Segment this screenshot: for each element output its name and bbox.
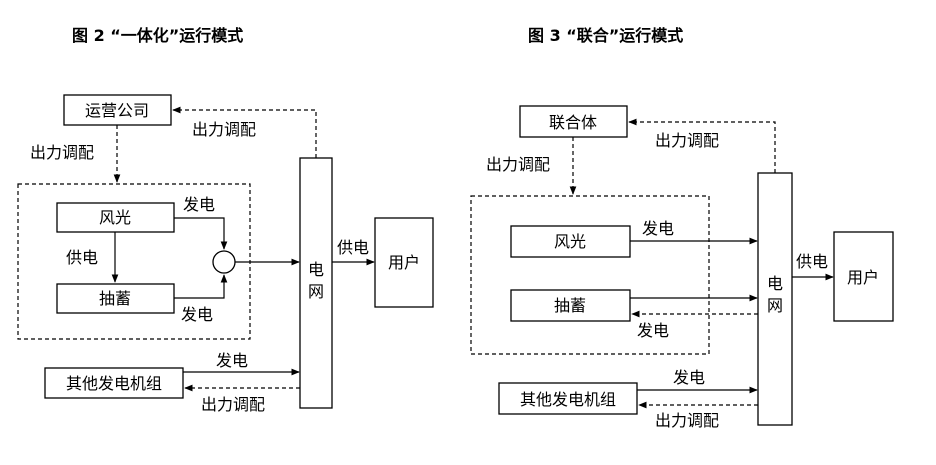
fig2-user-label: 用户 xyxy=(388,253,420,272)
fig2-title: 图 2 “一体化”运行模式 xyxy=(72,26,243,45)
fig2-operator-box xyxy=(63,94,172,126)
fig3-user-box xyxy=(833,231,894,322)
fig2-label-gen-top: 发电 xyxy=(183,195,215,214)
fig2-storage-label: 抽蓄 xyxy=(99,289,131,308)
fig3-label-gen-ws: 发电 xyxy=(642,219,674,238)
fig2-label-gen-other: 发电 xyxy=(216,351,248,370)
fig3-label-dispatch-other: 出力调配 xyxy=(655,411,719,430)
fig2-label-dispatch-other: 出力调配 xyxy=(201,395,265,414)
fig2-wind-solar-label: 风光 xyxy=(99,208,131,227)
fig2-grid-box xyxy=(299,157,333,409)
fig3-label-supply-grid: 供电 xyxy=(796,252,828,271)
fig2-label-dispatch-left: 出力调配 xyxy=(30,143,94,162)
fig3-storage-box xyxy=(510,289,631,322)
fig3-label-dispatch-left: 出力调配 xyxy=(486,155,550,174)
fig3-other-units-label: 其他发电机组 xyxy=(520,390,616,409)
fig3-grid-char2: 网 xyxy=(767,296,783,315)
fig3-dispatch-grid-to-union xyxy=(628,118,776,173)
fig2-grid-char1: 电 xyxy=(308,260,324,279)
fig3-user-label: 用户 xyxy=(847,268,879,287)
fig2-dispatch-grid-to-operator xyxy=(172,106,317,158)
fig3-wind-solar-box xyxy=(510,225,631,258)
fig3-storage-label: 抽蓄 xyxy=(554,296,586,315)
fig3-label-dispatch-top: 出力调配 xyxy=(655,131,719,150)
fig2-grid-char2: 网 xyxy=(308,282,324,301)
figure-2: 图 2 “一体化”运行模式 运营公司 风光 抽蓄 电 网 用户 其他发电机组 出… xyxy=(17,26,434,414)
fig3-other-units-box xyxy=(498,382,638,415)
figure-3: 图 3 “联合”运行模式 联合体 风光 抽蓄 电 网 用户 其他发电机组 出力调… xyxy=(470,26,894,430)
fig2-gen-wind-to-junction xyxy=(174,217,228,250)
fig3-grid-char1: 电 xyxy=(767,274,783,293)
fig3-wind-solar-label: 风光 xyxy=(554,232,586,251)
fig2-label-dispatch-top: 出力调配 xyxy=(192,120,256,139)
fig2-other-units-box xyxy=(44,367,184,399)
fig2-junction-node xyxy=(212,250,236,274)
fig2-label-supply-grid: 供电 xyxy=(337,238,369,257)
fig3-union-box xyxy=(519,105,628,138)
fig2-operator-label: 运营公司 xyxy=(85,101,149,120)
fig2-other-units-label: 其他发电机组 xyxy=(66,374,162,393)
fig3-union-label: 联合体 xyxy=(549,113,597,132)
fig2-gen-storage-to-junction xyxy=(174,274,228,299)
fig3-label-gen-storage: 发电 xyxy=(637,321,669,340)
fig2-label-supply-inner: 供电 xyxy=(66,248,98,267)
fig3-joint-group xyxy=(470,195,710,355)
fig2-user-box xyxy=(374,217,434,308)
fig3-label-gen-other: 发电 xyxy=(673,368,705,387)
fig2-label-gen-bottom: 发电 xyxy=(181,305,213,324)
fig2-wind-solar-box xyxy=(56,202,175,233)
fig3-title: 图 3 “联合”运行模式 xyxy=(528,26,683,45)
fig2-storage-box xyxy=(56,283,175,314)
